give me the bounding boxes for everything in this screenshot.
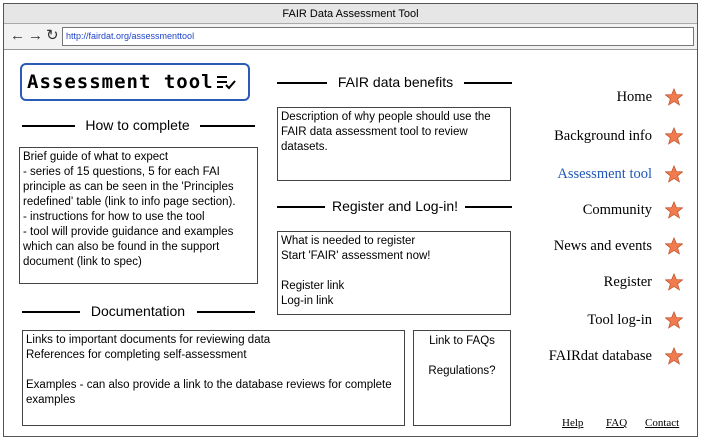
divider — [277, 82, 327, 84]
footer-help-link[interactable]: Help — [562, 417, 584, 429]
how-to-complete-heading: How to complete — [85, 117, 190, 133]
documentation-box: Links to important documents for reviewi… — [22, 330, 405, 426]
star-icon — [665, 311, 683, 329]
reload-icon[interactable]: ↻ — [46, 27, 59, 44]
address-bar[interactable]: http://fairdat.org/assessmenttool — [62, 27, 694, 46]
divider — [464, 82, 512, 84]
register-login-box: What is needed to register Start 'FAIR' … — [277, 231, 511, 315]
page-title: Assessment tool — [27, 71, 214, 93]
nav-background-info[interactable]: Background info — [554, 128, 652, 144]
register-login-text[interactable]: What is needed to register Start 'FAIR' … — [281, 235, 431, 307]
nav-community[interactable]: Community — [582, 202, 652, 218]
how-to-complete-text: Brief guide of what to expect - series o… — [23, 151, 236, 268]
browser-toolbar: ← → ↻ http://fairdat.org/assessmenttool — [4, 24, 697, 50]
fair-benefits-heading: FAIR data benefits — [337, 74, 454, 90]
how-to-complete-box: Brief guide of what to expect - series o… — [19, 147, 258, 284]
divider — [197, 311, 255, 313]
divider — [22, 311, 80, 313]
documentation-heading: Documentation — [90, 303, 186, 319]
fair-benefits-text: Description of why people should use the… — [281, 111, 491, 153]
register-login-heading: Register and Log-in! — [331, 198, 459, 214]
faq-box: Link to FAQs Regulations? — [413, 330, 511, 426]
nav-assessment-tool[interactable]: Assessment tool — [557, 166, 652, 182]
page-title-box: Assessment tool — [20, 63, 250, 101]
nav-fairdat-database[interactable]: FAIRdat database — [548, 348, 652, 364]
star-icon — [665, 201, 683, 219]
divider — [277, 206, 325, 208]
star-icon — [665, 273, 683, 291]
divider — [22, 125, 75, 127]
nav-home[interactable]: Home — [616, 89, 652, 105]
star-icon — [665, 347, 683, 365]
footer-contact-link[interactable]: Contact — [645, 417, 680, 429]
faq-box-text[interactable]: Link to FAQs Regulations? — [428, 335, 496, 377]
star-icon — [665, 88, 683, 106]
nav-tool-login[interactable]: Tool log-in — [587, 312, 652, 328]
divider — [465, 206, 512, 208]
window-title: FAIR Data Assessment Tool — [282, 8, 419, 20]
nav-register[interactable]: Register — [603, 274, 652, 290]
back-arrow-icon[interactable]: ← — [10, 27, 25, 44]
nav-news-and-events[interactable]: News and events — [553, 238, 652, 254]
fair-benefits-box: Description of why people should use the… — [277, 107, 511, 181]
sort-checklist-icon[interactable] — [216, 74, 236, 90]
forward-arrow-icon[interactable]: → — [28, 27, 43, 44]
address-url: http://fairdat.org/assessmenttool — [66, 31, 195, 41]
star-icon — [665, 165, 683, 183]
footer-faq-link[interactable]: FAQ — [606, 417, 628, 429]
divider — [200, 125, 255, 127]
star-icon — [665, 237, 683, 255]
star-icon — [665, 127, 683, 145]
window-titlebar: FAIR Data Assessment Tool — [4, 4, 697, 24]
documentation-text[interactable]: Links to important documents for reviewi… — [26, 334, 392, 406]
